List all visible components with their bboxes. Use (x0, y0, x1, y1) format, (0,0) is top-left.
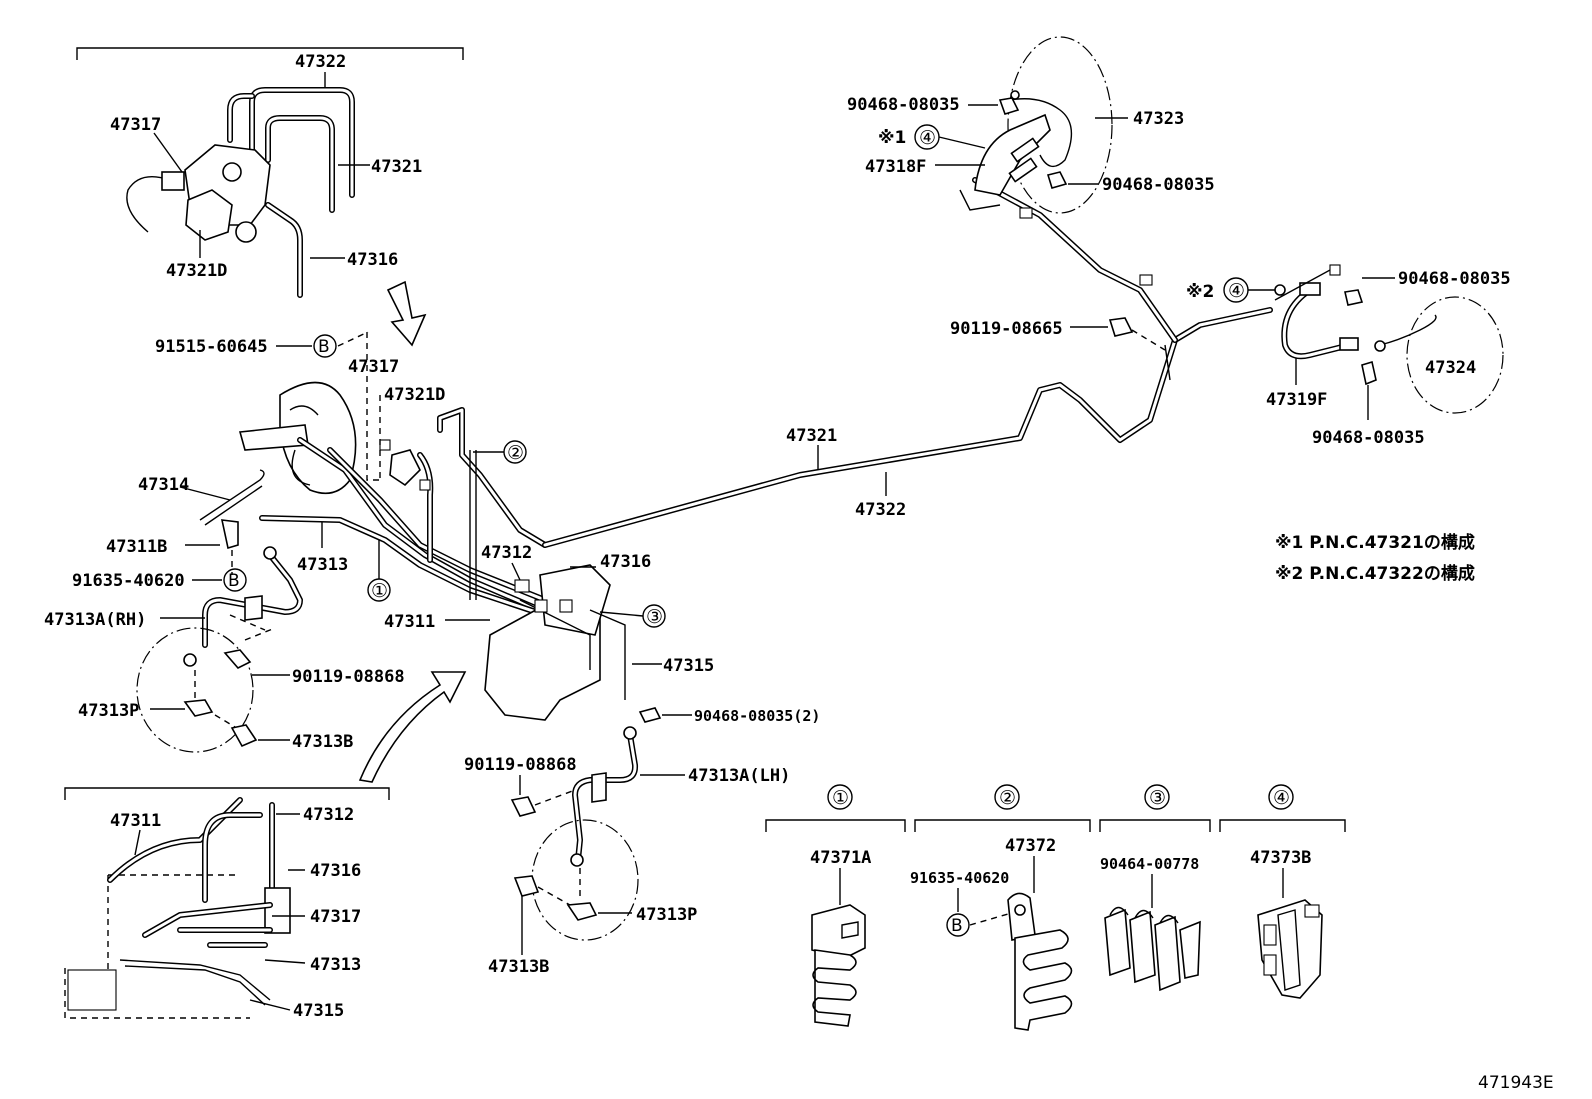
label-47321-center: 47321 (786, 426, 837, 446)
notes: ※1 P.N.C.47321の構成 ※2 P.N.C.47322の構成 (1275, 532, 1475, 584)
legend-callout-3: ③ (1149, 787, 1166, 809)
label-47311-mid: 47311 (384, 612, 435, 632)
callout-4-x1: ④ (919, 127, 936, 149)
mark-x1: ※1 (878, 128, 906, 148)
arrow-curved-icon (358, 671, 467, 783)
label-47322-top: 47322 (295, 52, 346, 72)
note-1: ※1 P.N.C.47321の構成 (1275, 532, 1475, 553)
label-47313P-a: 47313P (78, 701, 139, 721)
legend-callout-2: ② (999, 787, 1016, 809)
label-90468-c: 90468-08035 (1398, 269, 1511, 289)
label-47314: 47314 (138, 475, 189, 495)
callout-3: ③ (646, 606, 663, 628)
label-90468-d: 90468-08035 (1312, 428, 1425, 448)
label-47317-top: 47317 (110, 115, 161, 135)
main-assembly: 47314 47311B 47313 ① ② B 91515-60645 473… (44, 177, 1273, 753)
label-47324: 47324 (1425, 358, 1476, 378)
label-47311B: 47311B (106, 537, 167, 557)
label-90468-b: 90468-08035 (1102, 175, 1215, 195)
lh-flex-hose: 47313A(LH) 47313P 90119-08868 47313B (464, 726, 790, 977)
label-90119-b: 90119-08868 (464, 755, 577, 775)
label-47317-inset: 47317 (310, 907, 361, 927)
label-90468-2: 90468-08035(2) (694, 707, 820, 725)
legend-callout-1: ① (832, 787, 849, 809)
label-47372: 47372 (1005, 836, 1056, 856)
label-91515: 91515-60645 (155, 337, 268, 357)
label-47318F: 47318F (865, 157, 926, 177)
mark-b-mid: B (228, 571, 240, 591)
legend-callout-4: ④ (1273, 787, 1290, 809)
label-47317-mid: 47317 (348, 357, 399, 377)
label-47319F: 47319F (1266, 390, 1327, 410)
label-47312: 47312 (481, 543, 532, 563)
label-47321D-mid: 47321D (384, 385, 445, 405)
label-91635-clip: 91635-40620 (910, 869, 1009, 887)
mark-x2: ※2 (1186, 282, 1214, 302)
label-47371A: 47371A (810, 848, 871, 868)
label-47313B-b: 47313B (488, 957, 549, 977)
label-47316-top: 47316 (347, 250, 398, 270)
label-47313P-b: 47313P (636, 905, 697, 925)
callout-4-x2: ④ (1228, 280, 1245, 302)
label-90468-a: 90468-08035 (847, 95, 960, 115)
mark-b-top: B (318, 337, 330, 357)
label-47313A-LH: 47313A(LH) (688, 766, 790, 786)
label-47315-mid: 47315 (663, 656, 714, 676)
label-47313A-RH: 47313A(RH) (44, 610, 146, 630)
inset-proportioning-valve: 47322 47317 47321 47321D 47316 (76, 47, 464, 298)
label-47316-inset: 47316 (310, 861, 361, 881)
label-90119-r: 90119-08665 (950, 319, 1063, 339)
rear-right-assembly: ※2 ④ 90468-08035 90119-08665 47324 47319… (950, 264, 1511, 448)
label-47315-inset: 47315 (293, 1001, 344, 1021)
mark-b-clip: B (951, 916, 963, 936)
label-90119-a: 90119-08868 (292, 667, 405, 687)
callout-2: ② (507, 442, 524, 464)
arrow-down-icon (386, 280, 427, 347)
label-47311-inset: 47311 (110, 811, 161, 831)
callout-1: ① (371, 580, 388, 602)
abs-actuator: 47312 47316 47311 ③ 47315 90468-08035(2) (384, 543, 820, 725)
label-47313B-a: 47313B (292, 732, 353, 752)
label-47313-inset: 47313 (310, 955, 361, 975)
label-47321D-top: 47321D (166, 261, 227, 281)
label-47373B: 47373B (1250, 848, 1311, 868)
label-47313: 47313 (297, 555, 348, 575)
label-91635-mid: 91635-40620 (72, 571, 185, 591)
figure-number: 471943E (1478, 1073, 1554, 1093)
inset-abs-lines: 47311 47312 47316 47317 47313 47315 (64, 787, 390, 1021)
label-47316-mid: 47316 (600, 552, 651, 572)
label-90464: 90464-00778 (1100, 855, 1199, 873)
clamp-legend: ① ② ③ ④ 47371A 47372 91635-40620 B 90464… (765, 784, 1346, 1031)
note-2: ※2 P.N.C.47322の構成 (1275, 563, 1475, 584)
rear-left-assembly: 90468-08035 47323 ※1 ④ 47318F 90468-0803… (847, 36, 1215, 286)
label-47322-center: 47322 (855, 500, 906, 520)
label-47323: 47323 (1133, 109, 1184, 129)
label-47321-top: 47321 (371, 157, 422, 177)
label-47312-inset: 47312 (303, 805, 354, 825)
